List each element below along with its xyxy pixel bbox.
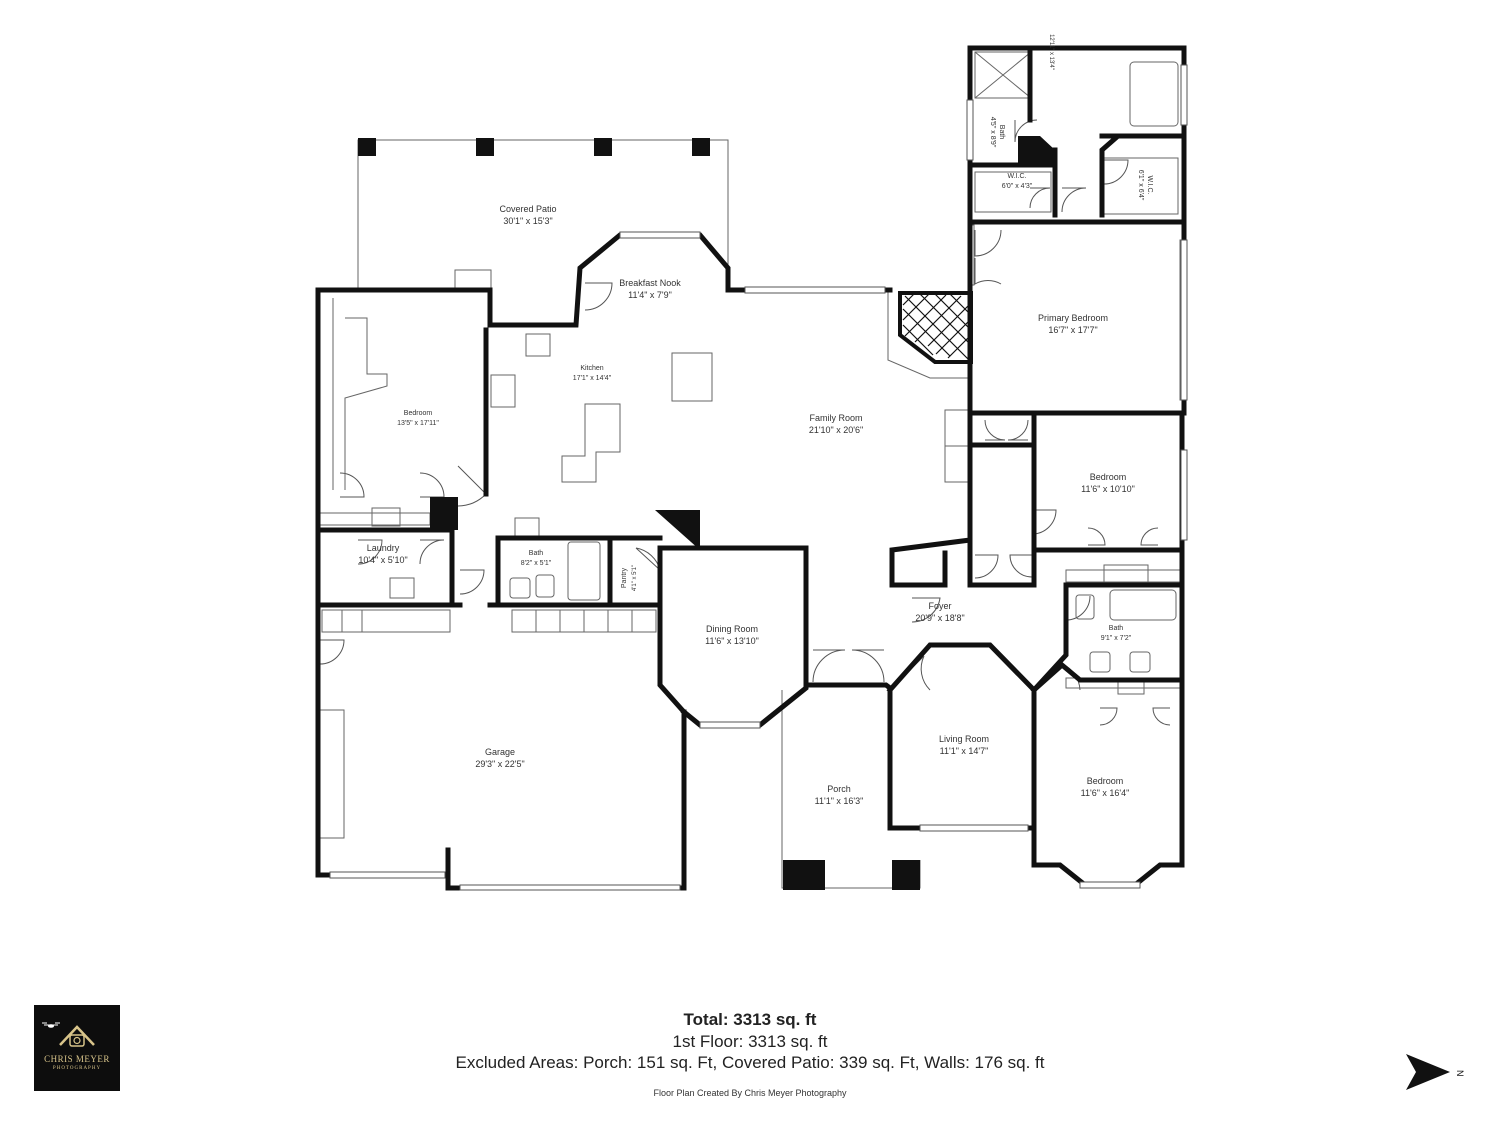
- floor-plan-credit: Floor Plan Created By Chris Meyer Photog…: [653, 1088, 847, 1098]
- door-swings: [319, 119, 1171, 726]
- room-name-bath-hall: Bath: [529, 550, 544, 557]
- room-name-bedroom-se: Bedroom: [1087, 776, 1124, 786]
- shower-dim: 12'11" x 13'4": [1048, 34, 1054, 70]
- room-name-dining-room: Dining Room: [706, 624, 758, 634]
- room-name-living-room: Living Room: [939, 734, 989, 744]
- room-name-bedroom-east: Bedroom: [1090, 472, 1127, 482]
- room-dim-breakfast-nook: 11'4" x 7'9": [628, 290, 672, 300]
- total-area: Total: 3313 sq. ft: [683, 1010, 817, 1029]
- room-dim-garage: 29'3" x 22'5": [475, 759, 524, 769]
- room-dim-wic-2: 6'1" x 6'4": [1137, 170, 1144, 201]
- north-label: N: [1455, 1070, 1465, 1077]
- room-name-laundry: Laundry: [367, 543, 400, 553]
- room-name-family-room: Family Room: [809, 413, 862, 423]
- chris-meyer-photography-logo: CHRIS MEYER PHOTOGRAPHY: [34, 1005, 120, 1091]
- camera-house-icon: [42, 1022, 95, 1047]
- room-dim-kitchen: 17'1" x 14'4": [573, 375, 612, 382]
- room-dim-bath-primary: 4'5" x 8'9": [989, 117, 996, 148]
- north-arrow-icon: N: [1406, 1054, 1465, 1090]
- room-name-covered-patio: Covered Patio: [499, 204, 556, 214]
- walls: [315, 45, 1187, 891]
- room-name-primary-bedroom: Primary Bedroom: [1038, 313, 1108, 323]
- room-dim-covered-patio: 30'1" x 15'3": [503, 216, 552, 226]
- room-dim-bedroom-se: 11'6" x 16'4": [1081, 788, 1130, 798]
- room-name-wic-1: W.I.C.: [1007, 173, 1026, 180]
- first-floor-area: 1st Floor: 3313 sq. ft: [672, 1032, 828, 1051]
- room-name-bedroom-west: Bedroom: [404, 410, 433, 417]
- room-name-wic-2: W.I.C.: [1146, 175, 1153, 194]
- room-name-kitchen: Kitchen: [580, 365, 603, 372]
- room-dim-dining-room: 11'6" x 13'10": [705, 636, 759, 646]
- room-dim-primary-bedroom: 16'7" x 17'7": [1048, 325, 1097, 335]
- room-name-breakfast-nook: Breakfast Nook: [619, 278, 681, 288]
- logo-line-1: CHRIS MEYER: [44, 1054, 110, 1064]
- room-dim-family-room: 21'10" x 20'6": [809, 425, 863, 435]
- floor-plan: Covered Patio 30'1" x 15'3" Breakfast No…: [315, 34, 1188, 891]
- room-dim-porch: 11'1" x 16'3": [815, 796, 864, 806]
- room-name-garage: Garage: [485, 747, 515, 757]
- room-dim-pantry: 4'1" x 5'1": [632, 565, 638, 591]
- room-dim-bath-hall: 8'2" x 5'1": [521, 560, 552, 567]
- room-dim-foyer: 20'9" x 18'8": [915, 613, 964, 623]
- room-name-bath-primary: Bath: [998, 125, 1005, 140]
- windows: [329, 64, 1188, 891]
- room-name-pantry: Pantry: [621, 567, 628, 588]
- wall-blocks: [358, 136, 1055, 890]
- room-name-foyer: Foyer: [928, 601, 951, 611]
- room-dim-bedroom-west: 13'5" x 17'11": [397, 420, 439, 427]
- room-dim-bedroom-east: 11'6" x 10'10": [1081, 484, 1135, 494]
- room-name-porch: Porch: [827, 784, 851, 794]
- room-dim-wic-1: 6'0" x 4'3": [1002, 183, 1033, 190]
- room-name-bath-east: Bath: [1109, 625, 1124, 632]
- room-dim-laundry: 10'4" x 5'10": [358, 555, 407, 565]
- room-dim-bath-east: 9'1" x 7'2": [1101, 635, 1132, 642]
- room-dim-living-room: 11'1" x 14'7": [940, 746, 989, 756]
- logo-line-2: PHOTOGRAPHY: [52, 1066, 102, 1071]
- fireplace: [898, 291, 973, 364]
- excluded-areas: Excluded Areas: Porch: 151 sq. Ft, Cover…: [455, 1053, 1045, 1072]
